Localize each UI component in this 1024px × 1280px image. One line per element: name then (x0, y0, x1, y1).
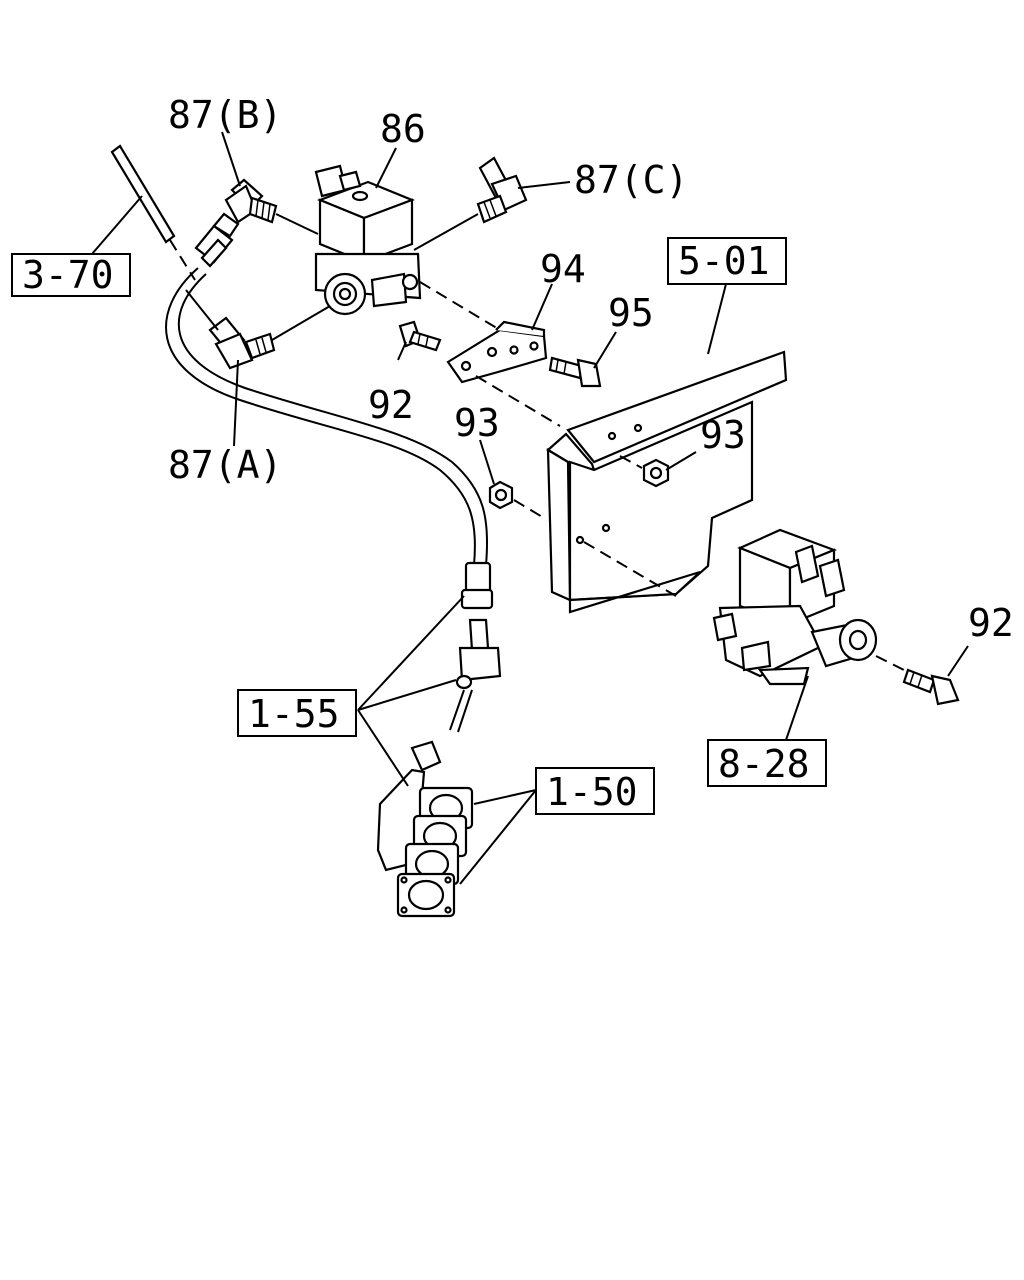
callout-3-70: 3-70 (22, 253, 114, 297)
elbow-fitting-87c (413, 156, 528, 251)
callout-92-right: 92 (968, 601, 1014, 645)
callout-94: 94 (540, 247, 586, 291)
gasket-stack-1-50 (376, 768, 474, 918)
callout-1-55: 1-55 (248, 692, 340, 736)
flexible-hose (165, 212, 494, 610)
elbow-fitting-87b (224, 178, 319, 235)
elbow-fitting-87a (208, 305, 331, 370)
callout-box-1-50 (535, 767, 655, 815)
valve-assembly-8-28 (712, 528, 909, 686)
bracket-94 (446, 320, 561, 427)
bolt-92-upper (398, 320, 442, 352)
nut-93-left (488, 480, 545, 519)
callout-1-50: 1-50 (546, 770, 638, 814)
tee-fitting-1-55 (410, 618, 502, 772)
nut-93-right (619, 455, 670, 488)
callout-93-right: 93 (700, 413, 746, 457)
callout-86: 86 (380, 107, 426, 151)
callout-8-28: 8-28 (718, 742, 810, 786)
callout-box-8-28 (707, 739, 827, 787)
callout-box-1-55 (237, 689, 357, 737)
solenoid-valve-86 (314, 164, 501, 331)
bolt-92-right (902, 668, 960, 706)
callout-box-5-01 (667, 237, 787, 285)
frame-member-5-01 (546, 350, 788, 614)
callout-95: 95 (608, 291, 654, 335)
leader-lines (91, 131, 969, 885)
callout-92-upper: 92 (368, 383, 414, 427)
callout-87b: 87(B) (168, 93, 282, 137)
callout-93-left: 93 (454, 401, 500, 445)
bolt-95 (548, 356, 602, 388)
callout-box-3-70 (11, 253, 131, 297)
callout-5-01: 5-01 (678, 239, 770, 283)
callout-87a: 87(A) (168, 443, 282, 487)
callout-87c: 87(C) (574, 158, 688, 202)
